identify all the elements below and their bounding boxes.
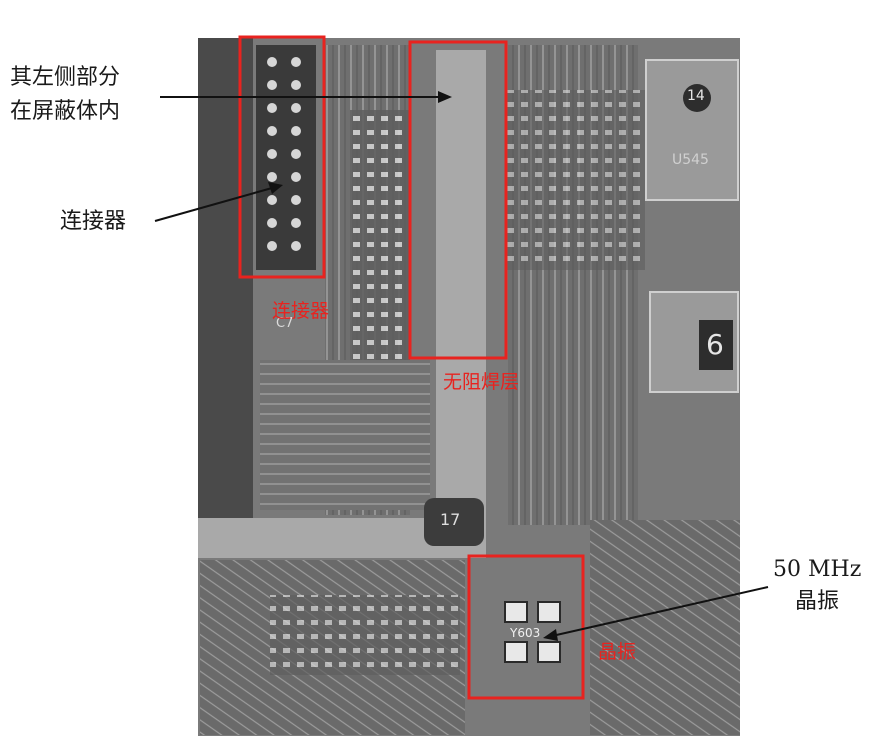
red-label-connector: 连接器 (272, 300, 330, 322)
shield-corner-pad (424, 498, 484, 546)
leader-lines (154, 91, 769, 641)
arrow-head-shield (438, 91, 452, 103)
component-pads-mid (350, 110, 410, 360)
shield-strip-vertical (436, 50, 486, 520)
silk-label-6: 6 (706, 328, 724, 361)
chip-6-marker (699, 320, 733, 370)
red-label-no-solder-mask: 无阻焊层 (443, 371, 520, 393)
shield-annotation-line2: 在屏蔽体内 (10, 99, 121, 124)
crystal-annotation-line2: 晶振 (795, 589, 840, 614)
red-label-crystal: 晶振 (598, 641, 637, 663)
component-pads-bottom (270, 595, 460, 675)
chip-u545-label: U545 (672, 152, 709, 168)
silk-label-14: 14 (687, 88, 705, 104)
arrow-head-connector (268, 182, 283, 194)
leader-crystal (551, 586, 769, 637)
connector-pins (267, 57, 301, 251)
highlight-box-crystal (467, 554, 585, 700)
arrow-head-crystal (543, 629, 558, 641)
component-pads-right (505, 90, 645, 270)
highlight-box-connector (238, 35, 326, 279)
horizontal-traces (260, 360, 430, 510)
crystal-annotation-line1: 50 MHz (773, 557, 862, 582)
silk-label-c7: C7 (276, 316, 294, 331)
shield-annotation-line1: 其左侧部分 (10, 65, 121, 90)
chip-u545 (645, 59, 739, 201)
silk-label-crystal: Y603 (510, 626, 541, 640)
connector-annotation: 连接器 (60, 209, 127, 234)
trace-field-bottom-right (590, 520, 740, 735)
highlight-box-no-solder-mask (408, 40, 508, 360)
connector-body (256, 45, 316, 270)
crystal-pads (504, 601, 561, 663)
silk-label-17: 17 (440, 510, 461, 529)
leader-connector (154, 187, 273, 222)
chip-u545-marker (683, 84, 711, 112)
